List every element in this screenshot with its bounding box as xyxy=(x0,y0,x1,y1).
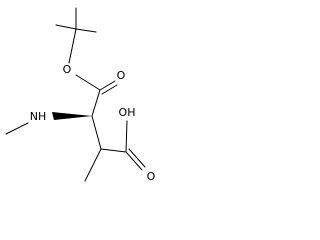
ester-oxygen-label: O xyxy=(63,63,72,76)
bond-beta-to-acid-carbon xyxy=(100,148,127,153)
ester-group xyxy=(75,74,118,117)
tert-butyl-group xyxy=(55,7,97,64)
hydroxyl-oh-label: OH xyxy=(119,106,136,119)
bond-tbu-methyl-left xyxy=(55,24,77,30)
acid-group xyxy=(84,115,146,182)
bond-nh-to-methyl xyxy=(5,122,29,135)
bond-tbu-to-ester-oxygen xyxy=(68,28,77,64)
bond-alpha-to-beta-carbon xyxy=(91,115,102,150)
bond-ester-carbonyl-double-b xyxy=(101,84,118,95)
bond-ester-oxygen-to-carbonyl xyxy=(75,74,101,91)
bond-acid-carbonyl-double-a xyxy=(125,151,143,171)
ester-carbonyl-oxygen-label: O xyxy=(117,69,126,82)
bond-beta-to-methyl xyxy=(84,148,102,182)
bond-acid-carbon-to-hydroxyl xyxy=(125,120,128,153)
chemical-structure-diagram: O O NH OH O xyxy=(5,7,156,183)
acid-carbonyl-oxygen-label: O xyxy=(147,170,156,183)
bond-carbonyl-to-alpha-carbon xyxy=(91,89,101,117)
stereo-wedge-bond xyxy=(52,112,92,120)
bond-acid-carbonyl-double-b xyxy=(128,148,146,168)
bond-tbu-methyl-right xyxy=(75,28,97,33)
amine-nh-label: NH xyxy=(30,110,47,123)
bond-ester-carbonyl-double-a xyxy=(99,80,116,91)
